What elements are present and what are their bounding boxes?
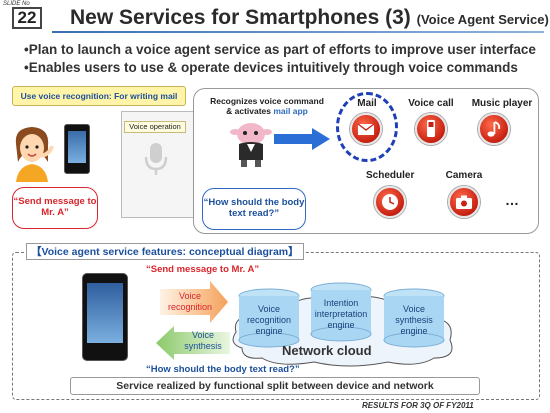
recog-line-2-prefix: & activates <box>226 106 274 116</box>
title-main: New Services for Smartphones (3) <box>70 6 417 29</box>
microphone-icon <box>144 143 168 175</box>
recog-line-1: Recognizes voice command <box>210 96 324 106</box>
summary-bar: Service realized by functional split bet… <box>70 377 480 395</box>
camera-glyph-icon <box>456 195 472 209</box>
send-message-text: “Send message to Mr. A” <box>146 264 260 275</box>
music-note-icon <box>487 121 501 137</box>
clock-icon <box>382 194 398 210</box>
mobile-phone-icon <box>427 120 435 137</box>
app-label-voice-call: Voice call <box>408 98 454 109</box>
engine-label: Voice recognition engine <box>246 304 292 336</box>
slide-number-label: SLIDE No <box>3 1 30 7</box>
send-message-bubble: “Send message to Mr. A” <box>12 187 98 229</box>
voice-call-icon[interactable] <box>415 113 447 145</box>
app-label-mail: Mail <box>357 98 377 109</box>
voice-recognition-label: Voice recognition <box>167 291 213 312</box>
engine-cylinder <box>383 288 445 348</box>
sheep-agent-icon <box>230 123 272 167</box>
music-player-icon[interactable] <box>478 113 510 145</box>
mail-highlight-ring <box>336 92 398 162</box>
slide-title: New Services for Smartphones (3) (Voice … <box>70 6 549 30</box>
more-apps-ellipsis: … <box>505 192 519 208</box>
features-title: 【Voice agent service features: conceptua… <box>26 243 304 260</box>
camera-icon[interactable] <box>448 186 480 218</box>
bullet-item: •Plan to launch a voice agent service as… <box>24 42 536 57</box>
network-cloud-label: Network cloud <box>282 343 372 358</box>
slide-number: 22 <box>12 7 42 29</box>
recog-line-2: & activates mail app <box>203 106 331 116</box>
how-read-text: “How should the body text read?” <box>146 364 300 375</box>
engine-label: Voice synthesis engine <box>395 304 433 336</box>
woman-illustration <box>15 127 54 182</box>
engine-intention-interpretation: Intention interpretation engine <box>310 282 372 342</box>
app-label-scheduler: Scheduler <box>366 170 415 181</box>
title-subtitle: (Voice Agent Service) <box>416 12 549 27</box>
voice-recognition-pill: Use voice recognition: For writing mail <box>12 86 186 106</box>
activation-arrow <box>274 128 330 150</box>
mail-app-highlight: mail app <box>273 106 308 116</box>
voice-synthesis-label: Voice synthesis <box>184 330 222 351</box>
bullet-list: •Plan to launch a voice agent service as… <box>24 41 536 77</box>
engine-voice-recognition: Voice recognition engine <box>238 288 300 348</box>
scheduler-icon[interactable] <box>374 186 406 218</box>
envelope-icon <box>357 123 375 135</box>
mail-icon[interactable] <box>350 113 382 145</box>
title-underline <box>52 31 544 33</box>
smartphone-icon <box>64 124 90 174</box>
bullet-item: •Enables users to use & operate devices … <box>24 60 518 75</box>
voice-operation-label: Voice operation <box>124 121 186 133</box>
engine-cylinder <box>238 288 300 348</box>
engine-voice-synthesis: Voice synthesis engine <box>383 288 445 348</box>
smartphone-large-icon <box>82 273 128 361</box>
engine-cylinder <box>310 282 372 342</box>
how-read-bubble: “How should the body text read?” <box>202 188 306 230</box>
app-label-music-player: Music player <box>471 98 533 109</box>
app-label-camera: Camera <box>445 170 483 181</box>
voice-synthesis-arrow <box>156 326 230 360</box>
voice-recognition-arrow <box>160 281 228 323</box>
engine-label: Intention interpretation engine <box>314 298 368 330</box>
footer-results: RESULTS FOR 3Q OF FY2011 <box>362 401 474 410</box>
recognizes-voice-text: Recognizes voice command & activates mai… <box>203 96 331 116</box>
